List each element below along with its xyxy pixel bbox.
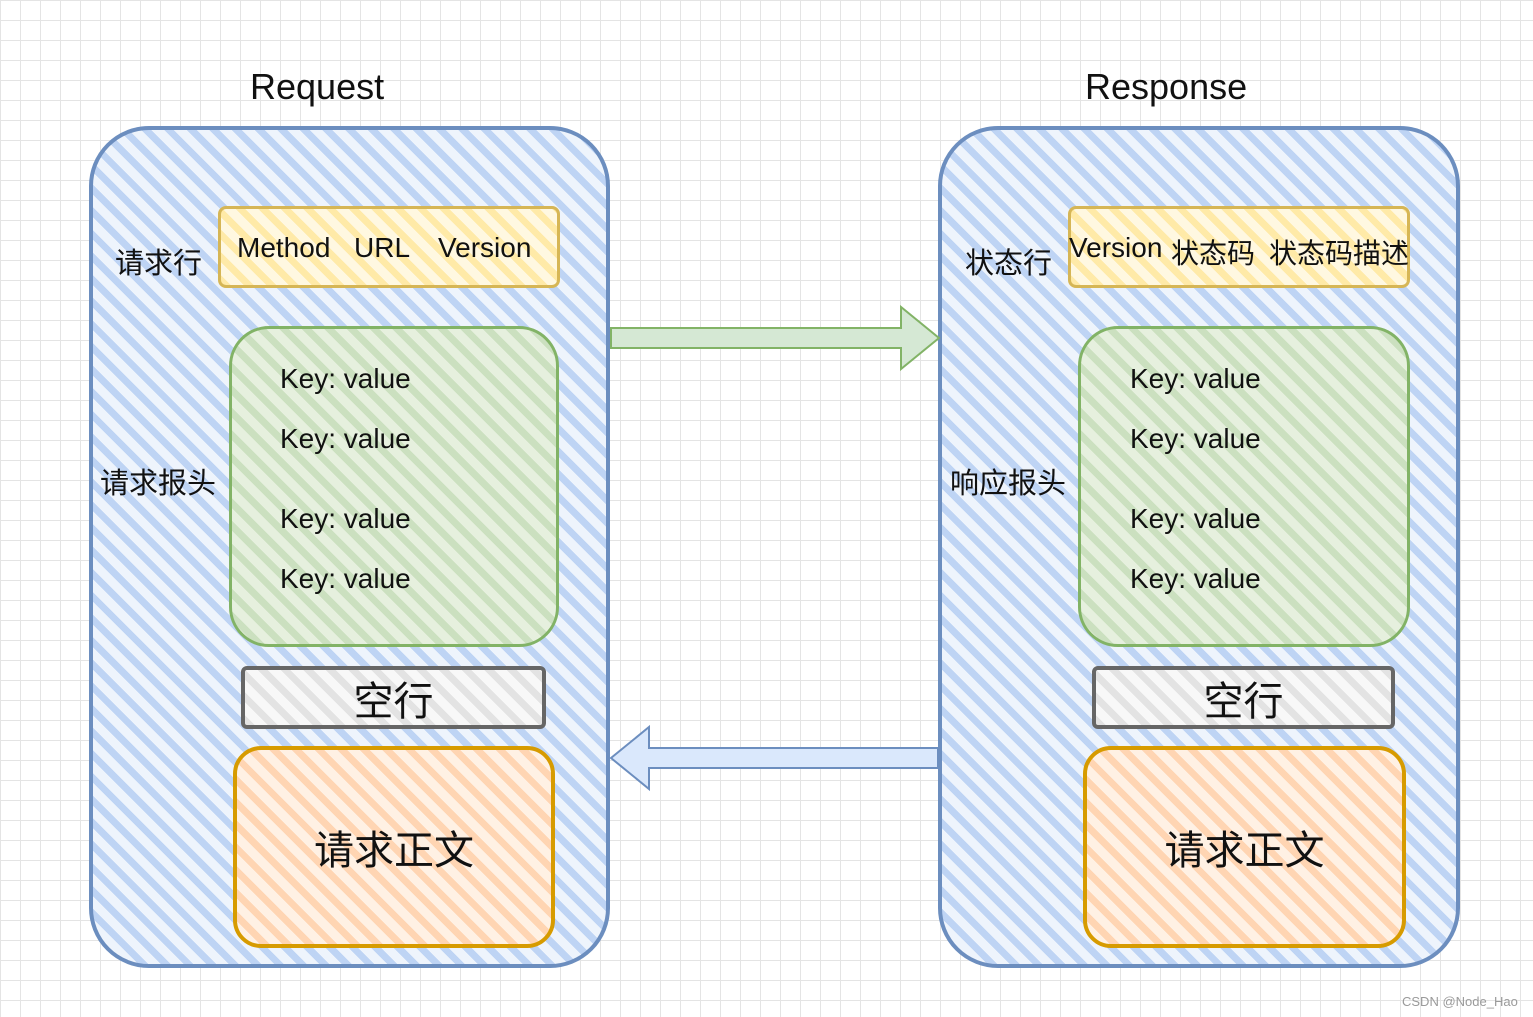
request-method: Method	[237, 232, 331, 263]
request-version: Version	[438, 232, 532, 263]
request-to-response-arrow	[610, 304, 941, 372]
response-title: Response	[1085, 66, 1248, 107]
request-headers-label: 请求报头	[100, 468, 217, 500]
response-to-request-arrow	[609, 724, 939, 792]
response-line-box: Version 状态码 状态码描述	[1068, 206, 1410, 288]
request-blank-line-box: 空行	[241, 666, 546, 729]
response-status-description: 状态码描述	[1269, 238, 1410, 269]
request-blank-line-label: 空行	[353, 679, 434, 724]
request-header-2: Key: value	[280, 423, 411, 454]
request-header-1: Key: value	[280, 363, 411, 394]
request-body-label: 请求正文	[314, 829, 474, 873]
watermark-text: CSDN @Node_Hao	[1402, 994, 1518, 1009]
request-headers-box: Key: value Key: value Key: value Key: va…	[229, 326, 559, 647]
request-line-box: Method URL Version	[218, 206, 560, 288]
response-body-box: 请求正文	[1083, 746, 1406, 948]
response-line-label: 状态行	[965, 248, 1053, 280]
request-line-label: 请求行	[115, 248, 203, 280]
response-blank-line-label: 空行	[1203, 679, 1284, 724]
request-title: Request	[250, 66, 385, 107]
response-blank-line-box: 空行	[1092, 666, 1395, 729]
response-header-4: Key: value	[1130, 563, 1261, 594]
response-version: Version	[1069, 232, 1163, 263]
request-header-3: Key: value	[280, 503, 411, 534]
request-body-box: 请求正文	[233, 746, 555, 948]
response-headers-label: 响应报头	[950, 468, 1067, 500]
request-url: URL	[354, 232, 411, 263]
response-body-label: 请求正文	[1164, 829, 1325, 873]
request-header-4: Key: value	[280, 563, 411, 594]
response-header-1: Key: value	[1130, 363, 1261, 394]
response-headers-box: Key: value Key: value Key: value Key: va…	[1078, 326, 1410, 647]
response-status-code: 状态码	[1171, 238, 1256, 269]
response-header-3: Key: value	[1130, 503, 1261, 534]
response-header-2: Key: value	[1130, 423, 1261, 454]
